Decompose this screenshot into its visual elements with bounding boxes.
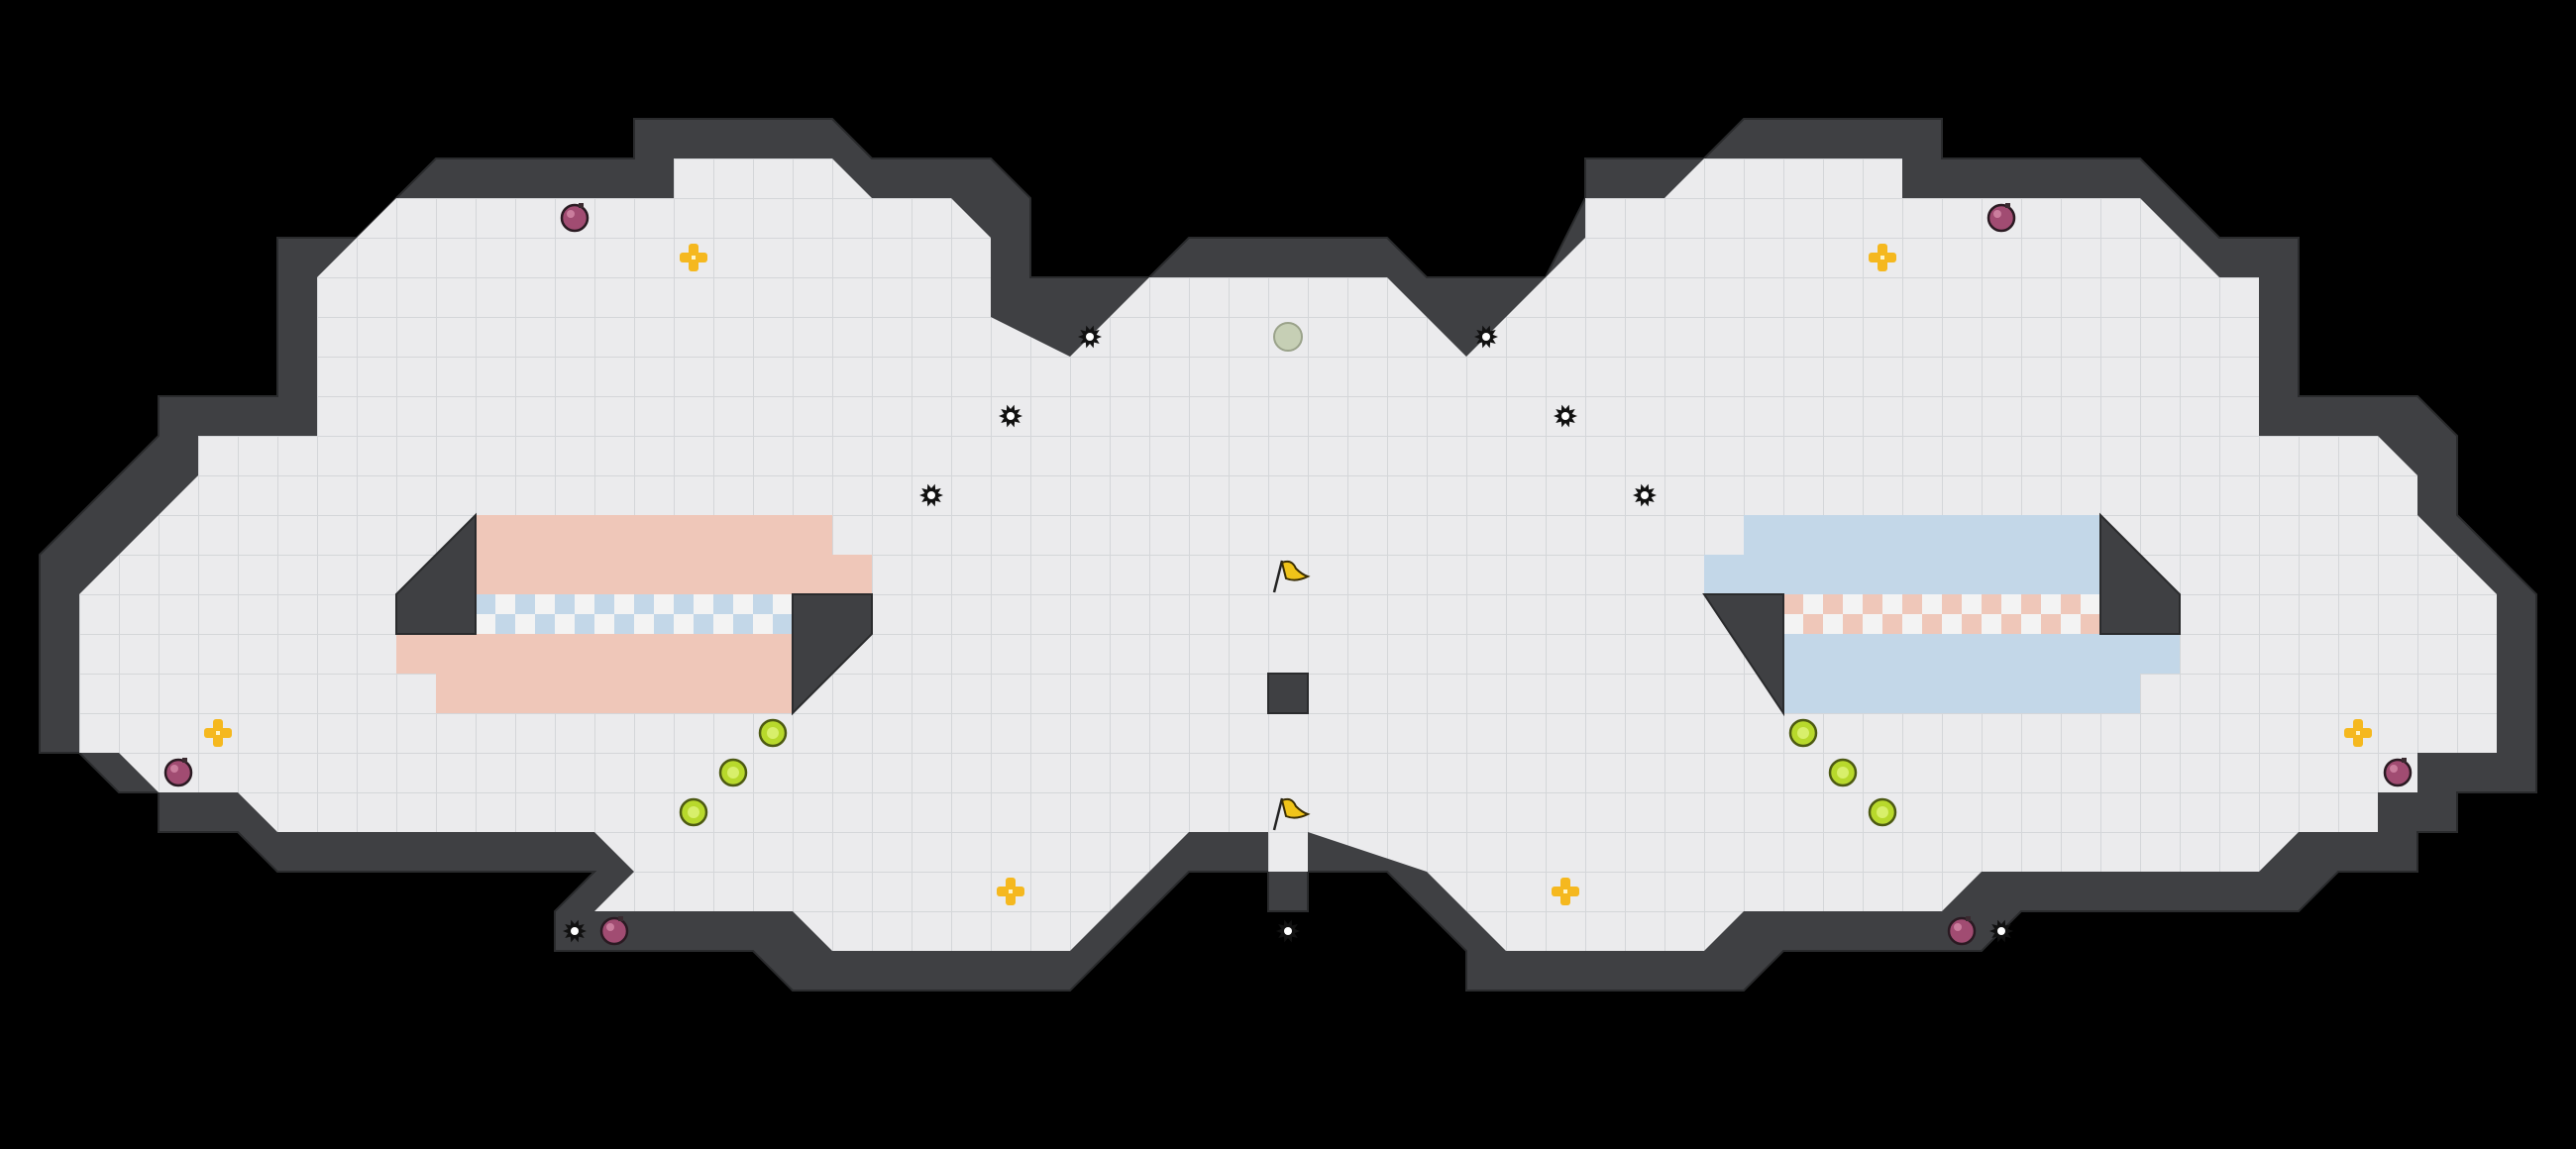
bomb-icon bbox=[560, 203, 590, 233]
boost-icon bbox=[1788, 718, 1818, 748]
boost-icon bbox=[1828, 758, 1858, 787]
powerup-icon bbox=[204, 719, 232, 747]
powerup-icon bbox=[997, 878, 1024, 905]
spike-icon bbox=[1633, 483, 1657, 507]
bomb-icon bbox=[599, 916, 629, 946]
flag-icon[interactable] bbox=[1272, 797, 1311, 831]
spike-icon bbox=[1474, 325, 1498, 349]
neutral-spawn-icon bbox=[1273, 322, 1303, 352]
powerup-icon bbox=[680, 244, 707, 271]
spike-icon bbox=[919, 483, 943, 507]
spike-icon bbox=[1554, 404, 1577, 428]
blue-zone-wedge-left bbox=[1702, 593, 1784, 717]
boost-icon bbox=[718, 758, 748, 787]
bomb-icon bbox=[1947, 916, 1977, 946]
red-zone-wedge-right bbox=[792, 593, 873, 716]
spike-icon bbox=[1276, 919, 1300, 943]
boost-icon bbox=[679, 797, 708, 827]
spike-icon bbox=[999, 404, 1022, 428]
red-team-zone bbox=[395, 512, 873, 716]
powerup-icon bbox=[1552, 878, 1579, 905]
bomb-icon bbox=[1986, 203, 2016, 233]
spike-icon bbox=[1078, 325, 1102, 349]
center-wall-block bbox=[1267, 673, 1309, 714]
floor bbox=[79, 158, 2497, 951]
powerup-icon bbox=[2344, 719, 2372, 747]
boost-icon bbox=[1868, 797, 1897, 827]
red-zone-wedge-left bbox=[395, 512, 477, 635]
powerup-icon bbox=[1869, 244, 1896, 271]
blue-team-zone bbox=[1702, 512, 2181, 717]
bomb-icon bbox=[163, 758, 193, 787]
flag-icon[interactable] bbox=[1272, 560, 1311, 593]
blue-zone-wedge-right bbox=[2099, 512, 2181, 635]
boost-icon bbox=[758, 718, 788, 748]
spike-icon bbox=[563, 919, 587, 943]
spike-icon bbox=[1989, 919, 2013, 943]
map-objects bbox=[163, 203, 2413, 946]
bomb-icon bbox=[2383, 758, 2413, 787]
